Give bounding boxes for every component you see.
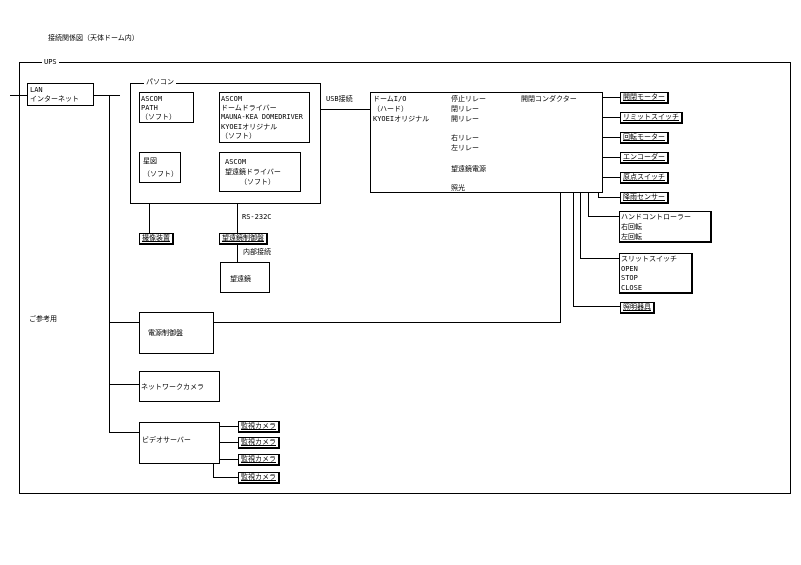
slit-switch-box: スリットスイッチ OPEN STOP CLOSE [619, 253, 693, 294]
hand-controller-box: ハンドコントローラー 右回転 左回転 [619, 211, 712, 243]
dome-io-box: ドームI/O （ハード） KYOEIオリジナル 停止リレー 閉リレー 開リレー … [370, 92, 603, 193]
internal-connection-label: 内部接続 [243, 248, 271, 256]
reference-label: ご参考用 [29, 315, 57, 323]
lighting-label: 照明器具 [620, 302, 655, 314]
hand-controller-item: 左回転 [621, 233, 642, 241]
lighting-text: 照明器具 [623, 303, 651, 311]
monitor-camera-label: 監視カメラ [238, 437, 280, 449]
output-text: 降雨センサー [623, 193, 665, 201]
monitor-camera-text: 監視カメラ [241, 455, 276, 463]
relay-stop: 停止リレー [451, 95, 486, 103]
ascom-path-line1: ASCOM [141, 95, 163, 103]
output-label: 原点スイッチ [620, 172, 669, 184]
dome-driver-line1: ASCOM [221, 95, 243, 103]
dome-io-line3: KYOEIオリジナル [373, 115, 430, 123]
video-server-label: ビデオサーバー [142, 436, 191, 444]
monitor-camera-text: 監視カメラ [241, 438, 276, 446]
usb-label: USB接続 [326, 95, 353, 103]
hand-controller-title: ハンドコントローラー [621, 213, 691, 221]
slit-switch-stop: STOP [621, 274, 638, 282]
dome-driver-line2: ドームドライバー [221, 104, 277, 112]
monitor-camera-text: 監視カメラ [241, 473, 276, 481]
network-camera-label: ネットワークカメラ [141, 383, 204, 391]
pc-group-label: パソコン [144, 77, 176, 87]
monitor-camera-text: 監視カメラ [241, 422, 276, 430]
power-control-box: 電源制御盤 [139, 312, 214, 354]
relay-left: 左リレー [451, 144, 479, 152]
monitor-camera-label: 監視カメラ [238, 454, 280, 466]
output-text: 回転モーター [623, 133, 665, 141]
rs232c-label: RS-232C [242, 213, 272, 221]
seizu-line1: 星図 [143, 157, 157, 165]
relay-tele-power: 望遠鏡電源 [451, 165, 486, 173]
tele-driver-line1: ASCOM [225, 158, 247, 166]
slit-switch-open: OPEN [621, 265, 638, 273]
output-label: 回転モーター [620, 132, 669, 144]
relay-close: 閉リレー [451, 105, 479, 113]
dome-driver-line3: MAUNA-KEA DOMEDRIVER [221, 113, 303, 121]
seizu-box: 星図 （ソフト） [139, 152, 181, 183]
relay-light: 照光 [451, 184, 465, 192]
dome-io-line2: （ハード） [373, 105, 408, 113]
video-server-box: ビデオサーバー [139, 422, 220, 464]
ups-label: UPS [42, 57, 59, 67]
seizu-line2: （ソフト） [143, 170, 178, 178]
camera-device-label: 撮像装置 [139, 233, 174, 245]
tele-driver-line3: （ソフト） [240, 178, 275, 186]
slit-switch-close: CLOSE [621, 284, 643, 292]
output-label: リミットスイッチ [620, 112, 683, 124]
tele-control-label: 望遠鏡制御盤 [219, 233, 268, 245]
power-control-label: 電源制御盤 [148, 329, 183, 337]
output-label: 降雨センサー [620, 192, 669, 204]
output-label: エンコーダー [620, 152, 669, 164]
output-text: エンコーダー [623, 153, 665, 161]
lan-line1: LAN [30, 86, 43, 94]
diagram-title: 接続関係図（天体ドーム内） [48, 34, 139, 42]
output-text: 原点スイッチ [623, 173, 665, 181]
relay-open: 開リレー [451, 115, 479, 123]
lan-box: LAN インターネット [27, 83, 94, 106]
tele-control-text: 望遠鏡制御盤 [222, 234, 264, 242]
contactor-label: 開閉コンダクター [521, 95, 577, 103]
output-text: リミットスイッチ [623, 113, 679, 121]
tele-driver-line2: 望遠鏡ドライバー [225, 168, 281, 176]
dome-driver-box: ASCOM ドームドライバー MAUNA-KEA DOMEDRIVER KYOE… [219, 92, 310, 143]
network-camera-box: ネットワークカメラ [139, 371, 220, 402]
camera-device-text: 撮像装置 [142, 234, 170, 242]
hand-controller-item: 右回転 [621, 223, 642, 231]
monitor-camera-label: 監視カメラ [238, 472, 280, 484]
dome-io-line1: ドームI/O [373, 95, 407, 103]
dome-driver-line5: （ソフト） [221, 132, 256, 140]
ascom-path-box: ASCOM PATH （ソフト） [139, 92, 194, 123]
relay-right: 右リレー [451, 134, 479, 142]
telescope-label: 望遠鏡 [230, 275, 251, 283]
output-text: 開閉モーター [623, 93, 665, 101]
telescope-box: 望遠鏡 [220, 262, 270, 293]
output-label: 開閉モーター [620, 92, 669, 104]
lan-line2: インターネット [30, 95, 79, 103]
slit-switch-title: スリットスイッチ [621, 255, 677, 263]
ascom-path-line3: （ソフト） [141, 113, 176, 121]
ascom-path-line2: PATH [141, 104, 158, 112]
tele-driver-box: ASCOM 望遠鏡ドライバー （ソフト） [219, 152, 301, 192]
dome-driver-line4: KYOEIオリジナル [221, 123, 278, 131]
pc-group-box [130, 83, 321, 204]
monitor-camera-label: 監視カメラ [238, 421, 280, 433]
